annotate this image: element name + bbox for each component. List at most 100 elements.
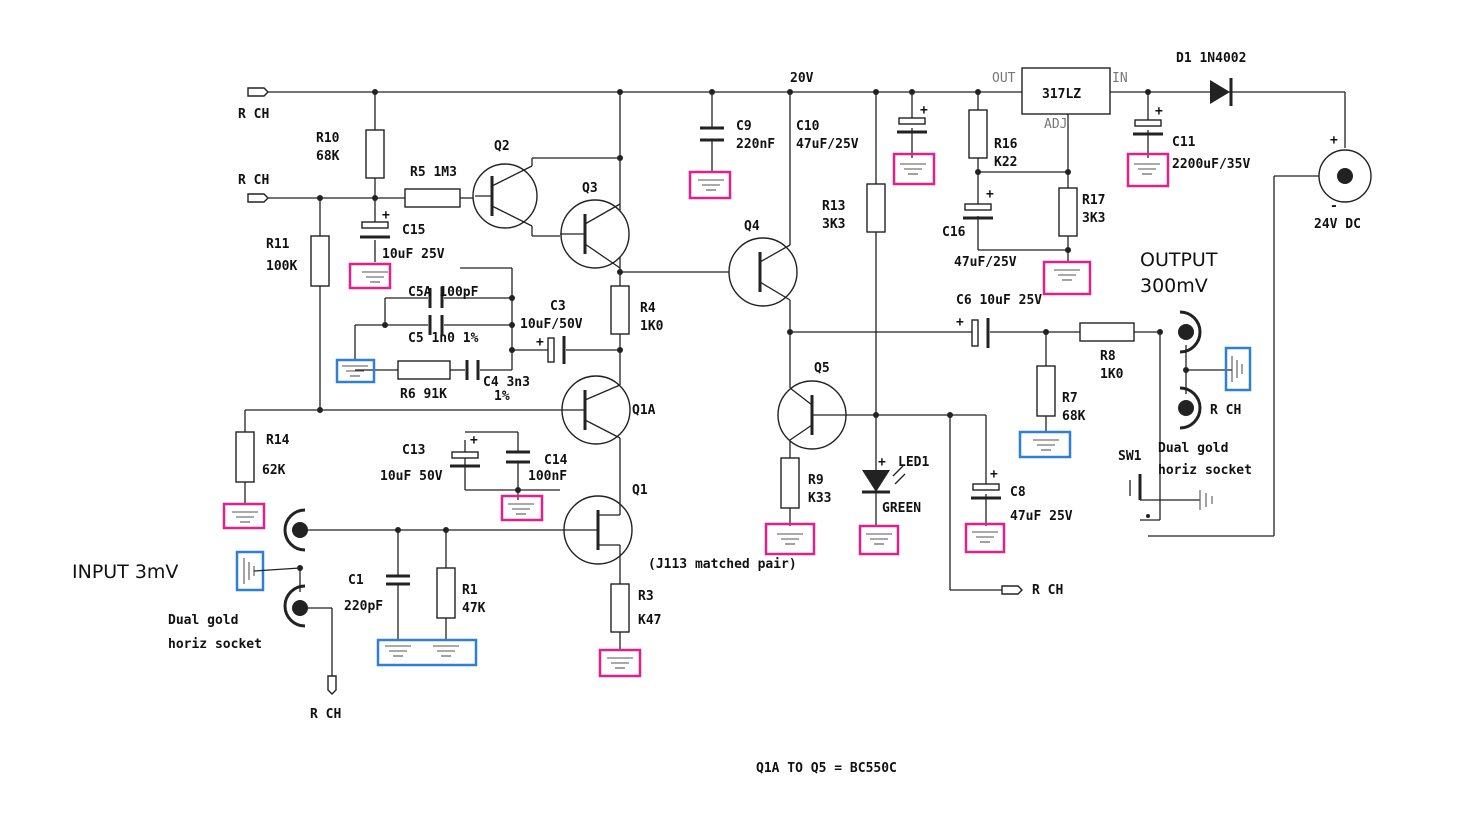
output-socket-label-2: horiz socket [1158,463,1252,478]
led-label: LED1 [898,455,929,470]
q4 [728,237,798,307]
c1-label: C1 [348,573,364,588]
c15-label: C15 [402,223,425,238]
c16-label: C16 [942,225,966,240]
r10-label: R10 [316,131,340,146]
r7-label: R7 [1062,391,1078,406]
r9 [780,457,800,509]
input-socket [283,508,308,628]
input-socket-label-2: horiz socket [168,637,262,652]
gnd-r14 [222,502,266,530]
gnd-r17 [1042,260,1092,296]
r10 [365,129,385,179]
c15-value: 10uF 25V [382,247,445,262]
q1a [560,375,631,445]
r14-value: 62K [262,463,286,478]
led-plus: + [878,455,886,470]
r17-value: 3K3 [1082,211,1105,226]
r-ch-label-2: R CH [238,173,269,188]
rail-20v-label: 20V [790,71,814,86]
r-ch-label-1: R CH [238,107,269,122]
r16-label: R16 [994,137,1018,152]
c3-label: C3 [550,299,566,314]
r13-value: 3K3 [822,217,845,232]
ground-symbols [222,152,1252,678]
r14 [235,431,255,483]
svg-text:+: + [990,467,998,482]
c10-label: C10 [796,119,820,134]
svg-text:+: + [956,315,964,330]
c8-label: C8 [1010,485,1026,500]
gnd-output-socket [1224,346,1252,392]
q5-label: Q5 [814,361,830,376]
led-value: GREEN [882,501,921,516]
c9-label: C9 [736,119,752,134]
r4-label: R4 [640,301,656,316]
r13-label: R13 [822,199,845,214]
r6-label: R6 91K [400,387,447,402]
reg-adj-label: ADJ [1044,117,1067,132]
svg-text:+: + [382,208,390,223]
r13 [866,183,886,233]
output-label-1: OUTPUT [1140,249,1218,271]
led1 [862,465,906,494]
gnd-input-socket [235,550,301,592]
sw1-label: SW1 [1118,449,1142,464]
r5 [404,188,461,208]
r14-label: R14 [266,433,290,448]
gnd-c10 [892,152,936,186]
r-ch-label-5: R CH [1210,403,1241,418]
q5 [777,380,848,450]
q1a-label: Q1A [632,403,656,418]
r1-label: R1 [462,583,478,598]
c4-label: C4 3n3 [483,375,530,390]
q1-label: Q1 [632,483,648,498]
c8-value: 47uF 25V [1010,509,1073,524]
c16-value: 47uF/25V [954,255,1017,270]
r11-value: 100K [266,259,297,274]
r7 [1036,365,1056,417]
r8-label: R8 [1100,349,1116,364]
r16-value: K22 [994,155,1017,170]
output-label-2: 300mV [1140,275,1208,297]
svg-text:+: + [1155,104,1163,119]
r4-value: 1K0 [640,319,664,334]
c14-label: C14 [544,453,568,468]
c5a-label: C5A 100pF [408,285,479,300]
gnd-led [858,524,900,556]
c13-label: C13 [402,443,425,458]
c11-value: 2200uF/35V [1172,157,1250,172]
r-ch-label-3: R CH [1032,583,1063,598]
c10-value: 47uF/25V [796,137,859,152]
gnd-r7 [1018,430,1072,459]
r5-label: R5 1M3 [410,165,457,180]
gnd-c8 [964,522,1006,554]
gnd-r9 [764,522,816,556]
c9-value: 220nF [736,137,775,152]
q3-label: Q3 [582,181,598,196]
gnd-r3 [598,648,642,678]
text-labels: 20V R CH R CH R CH R CH R CH INPUT 3mV D… [72,51,1361,776]
gnd-c1-r1 [376,638,478,667]
r16 [968,109,988,159]
jfet-note: (J113 matched pair) [648,557,797,572]
q4-label: Q4 [744,219,760,234]
r8 [1079,322,1135,342]
r11 [310,235,330,287]
gnd-feedback [335,358,376,384]
dc-in-label: 24V DC [1314,217,1361,232]
gnd-c15 [348,262,392,290]
r9-value: K33 [808,491,831,506]
r11-label: R11 [266,237,290,252]
c3-value: 10uF/50V [520,317,583,332]
gnd-c9 [688,170,732,200]
reg-name-label: 317LZ [1042,87,1081,102]
input-socket-label-1: Dual gold [168,613,238,628]
diode-label: D1 1N4002 [1176,51,1246,66]
reg-in-label: IN [1112,71,1128,86]
r7-value: 68K [1062,409,1086,424]
r1-value: 47K [462,601,486,616]
c11-label: C11 [1172,135,1196,150]
r17-label: R17 [1082,193,1105,208]
